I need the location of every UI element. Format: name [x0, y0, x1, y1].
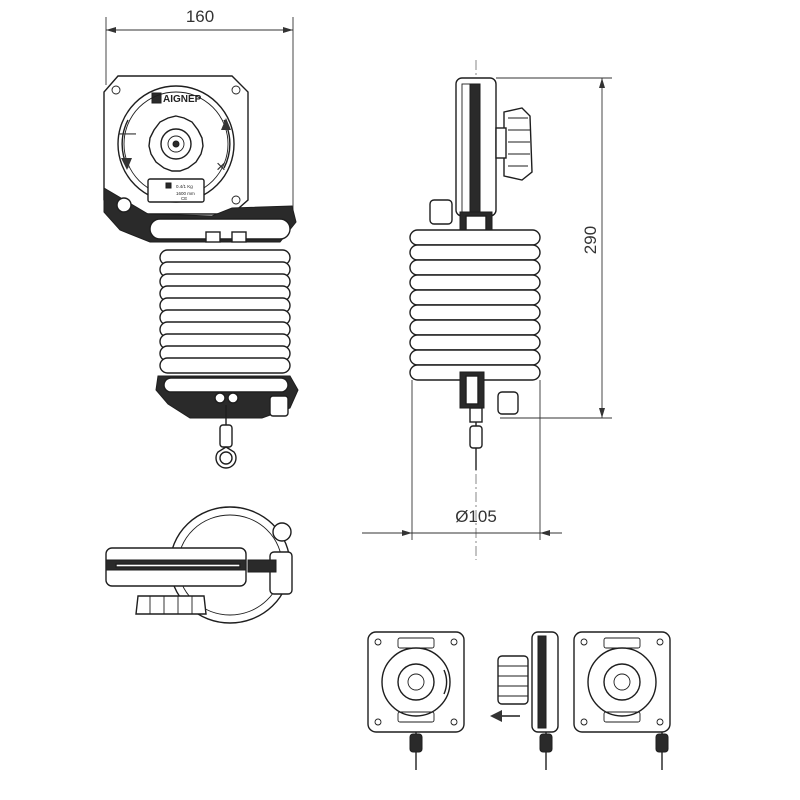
- brand-logo-text: AIGNEP: [163, 94, 202, 105]
- side-spiral-hose: [409, 229, 541, 381]
- front-view: AIGNEP — × 0.4/1 Kg 1600 mm CE: [103, 75, 299, 469]
- label-plate: 0.4/1 Kg 1600 mm CE: [147, 178, 205, 203]
- detail-front-left: [367, 631, 465, 770]
- label-plate-extra: CE: [181, 196, 187, 201]
- detail-front-right: [573, 631, 671, 770]
- load-hook: [215, 405, 237, 469]
- label-plate-load: 0.4/1 Kg: [176, 184, 193, 189]
- width-dimension-label: 160: [186, 7, 214, 26]
- adjustment-knob: [148, 115, 204, 172]
- svg-text:—: —: [119, 123, 136, 142]
- height-dimension-label: 290: [581, 226, 600, 254]
- top-view: [105, 506, 293, 624]
- height-dimension: 290: [496, 77, 612, 419]
- svg-text:×: ×: [216, 157, 226, 176]
- width-dimension: 160: [105, 7, 294, 215]
- adjustment-detail: [367, 631, 671, 770]
- detail-side: [490, 631, 559, 770]
- side-view: [409, 60, 541, 560]
- diameter-dimension-label: Ø105: [455, 507, 497, 526]
- spiral-hose: [159, 249, 291, 374]
- diameter-dimension: Ø105: [362, 380, 562, 540]
- label-plate-stroke: 1600 mm: [176, 191, 195, 196]
